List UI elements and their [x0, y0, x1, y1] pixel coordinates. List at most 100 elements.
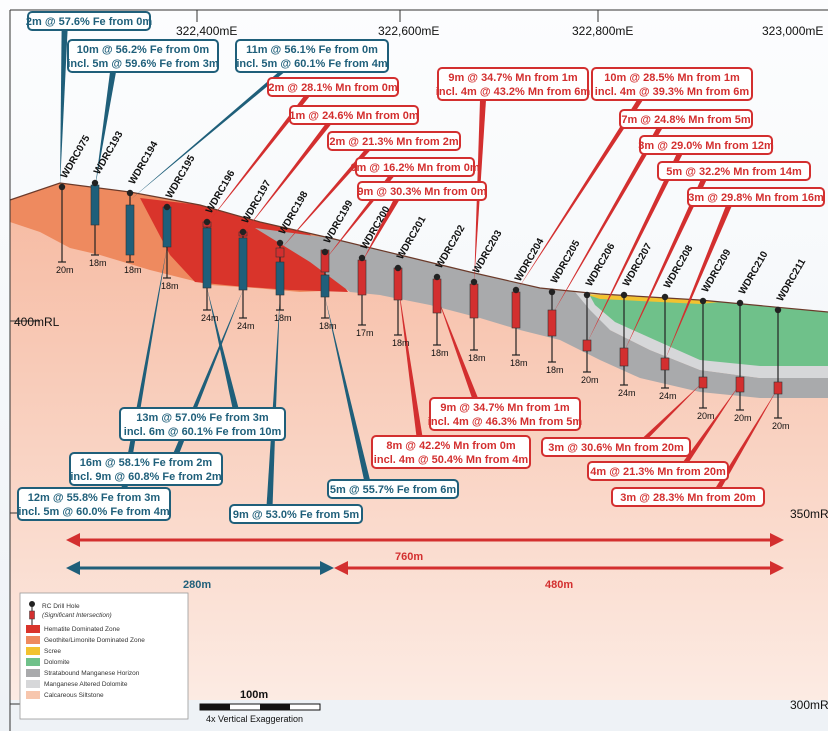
- intersection-segment: [202, 227, 212, 289]
- scale-label: 100m: [240, 689, 268, 701]
- mn-assay-text: incl. 4m @ 39.3% Mn from 6m: [595, 86, 750, 98]
- fe-callout: 5m @ 55.7% Fe from 6m: [327, 479, 459, 499]
- mn-callout: 2m @ 21.3% Mn from 2m: [327, 131, 461, 151]
- hole-depth-label: 18m: [319, 321, 337, 331]
- mn-callout: 1m @ 24.6% Mn from 0m: [289, 105, 419, 125]
- hole-depth-label: 18m: [89, 258, 107, 268]
- mn-assay-text: 3m @ 30.6% Mn from 20m: [548, 442, 684, 454]
- intersection-segment: [619, 347, 629, 367]
- legend-item-label: Geothite/Limonite Dominated Zone: [44, 637, 145, 644]
- fe-callout: 16m @ 58.1% Fe from 2m incl. 9m @ 60.8% F…: [69, 452, 223, 486]
- intersection-segment: [469, 283, 479, 319]
- mn-callout-leader: [207, 96, 310, 224]
- fe-callout-leader: [266, 295, 280, 505]
- mn-callout: 2m @ 28.1% Mn from 0m: [267, 77, 399, 97]
- intersection-segment: [162, 206, 172, 248]
- mn-span-arrowhead-left: [334, 561, 348, 575]
- intersection-segment: [357, 259, 367, 296]
- hole-depth-label: 18m: [124, 265, 142, 275]
- fe-assay-text: incl. 6m @ 60.1% Fe from 10m: [124, 426, 282, 438]
- drill-collar: [699, 297, 707, 305]
- mn-assay-text: 2m @ 28.1% Mn from 0m: [268, 82, 398, 94]
- fe-assay-text: 16m @ 58.1% Fe from 2m: [80, 457, 213, 469]
- mn-callout-leader: [552, 128, 663, 315]
- intersection-segment: [547, 309, 557, 337]
- legend-item-label: Hematite Dominated Zone: [44, 626, 120, 633]
- hole-depth-label: 17m: [356, 328, 374, 338]
- mn-callout: 6m @ 16.2% Mn from 0m: [350, 157, 480, 177]
- intersection-segment: [698, 376, 708, 389]
- fe-callout-leader: [60, 30, 68, 186]
- fe-callout: 13m @ 57.0% Fe from 3m incl. 6m @ 60.1% F…: [119, 407, 286, 441]
- mn-callout: 10m @ 28.5% Mn from 1m incl. 4m @ 39.3% M…: [591, 67, 753, 101]
- hole-depth-label: 18m: [392, 338, 410, 348]
- mn-assay-text: 9m @ 34.7% Mn from 1m: [440, 402, 570, 414]
- hole-depth-label: 24m: [618, 388, 636, 398]
- mn-assay-text: 3m @ 28.3% Mn from 20m: [620, 492, 756, 504]
- intersection-segment: [320, 274, 330, 298]
- ground-surface: [9, 182, 828, 313]
- rl-label: 300mRL: [790, 698, 828, 712]
- mn-assay-text: 3m @ 29.0% Mn from 12m: [638, 140, 774, 152]
- fe-assay-text: 12m @ 55.8% Fe from 3m: [28, 492, 161, 504]
- mn-callout-leader: [587, 154, 683, 343]
- mn-callout-leader: [516, 100, 643, 292]
- mn-assay-text: 5m @ 32.2% Mn from 14m: [666, 166, 802, 178]
- mn-assay-text: 1m @ 24.6% Mn from 0m: [289, 110, 419, 122]
- mn-callout-leader: [437, 296, 478, 398]
- hole-depth-label: 18m: [510, 358, 528, 368]
- easting-label: 322,600mE: [378, 24, 439, 38]
- scale-bar: 100m 4x Vertical Exaggeration: [199, 689, 321, 724]
- mn-callout-leader: [243, 124, 332, 234]
- hole-depth-label: 20m: [772, 421, 790, 431]
- span-arrows: 760m 280m 480m: [66, 533, 784, 591]
- drill-collar: [548, 288, 556, 296]
- intersection-segment: [511, 291, 521, 329]
- mn-callout: 3m @ 30.6% Mn from 20m: [541, 437, 691, 457]
- intersection-segment: [735, 376, 745, 393]
- fe-assay-text: incl. 5m @ 60.0% Fe from 4m: [18, 506, 170, 518]
- mn-assay-text: 10m @ 28.5% Mn from 1m: [604, 72, 740, 84]
- mn-callout: 3m @ 29.0% Mn from 12m: [638, 135, 774, 155]
- fe-callout: 9m @ 53.0% Fe from 5m: [229, 504, 363, 524]
- drill-collar: [620, 291, 628, 299]
- legend-hole-intersection: [29, 610, 35, 620]
- mn-assay-text: incl. 4m @ 43.2% Mn from 6m: [436, 86, 591, 98]
- drill-collar: [91, 179, 99, 187]
- hole-depth-label: 18m: [161, 281, 179, 291]
- drill-collar: [736, 299, 744, 307]
- hole-depth-label: 18m: [468, 353, 486, 363]
- total-span-arrowhead-left: [66, 533, 80, 547]
- mn-assay-text: 7m @ 24.8% Mn from 5m: [621, 114, 751, 126]
- mn-callout-leader: [642, 382, 703, 438]
- mn-callout-leader: [362, 200, 400, 262]
- mn-span-arrowhead-right: [770, 561, 784, 575]
- hole-depth-label: 20m: [734, 413, 752, 423]
- legend-swatch: [26, 691, 40, 699]
- fe-assay-text: 9m @ 53.0% Fe from 5m: [233, 509, 359, 521]
- legend-hole-label: RC Drill Hole: [42, 603, 80, 610]
- intersection-segment: [393, 267, 403, 301]
- legend-swatch: [26, 636, 40, 644]
- mn-callout-leader: [280, 150, 371, 250]
- drill-collar: [774, 306, 782, 314]
- mn-callout: 9m @ 30.3% Mn from 0m: [357, 181, 487, 201]
- intersection-segment: [773, 381, 783, 395]
- hole-depth-label: 20m: [697, 411, 715, 421]
- drill-collar: [203, 218, 211, 226]
- legend-swatch: [26, 669, 40, 677]
- hole-depth-label: 18m: [274, 313, 292, 323]
- hole-depth-label: 18m: [546, 365, 564, 375]
- fe-assay-text: 13m @ 57.0% Fe from 3m: [136, 412, 269, 424]
- drill-collar: [163, 203, 171, 211]
- mn-assay-text: 3m @ 29.8% Mn from 16m: [688, 192, 824, 204]
- fe-assay-text: incl. 9m @ 60.8% Fe from 2m: [70, 471, 222, 483]
- mn-callout-leader: [398, 284, 423, 436]
- fe-span-arrowhead-right: [320, 561, 334, 575]
- legend-swatch: [26, 625, 40, 633]
- mn-span-label: 480m: [545, 579, 573, 591]
